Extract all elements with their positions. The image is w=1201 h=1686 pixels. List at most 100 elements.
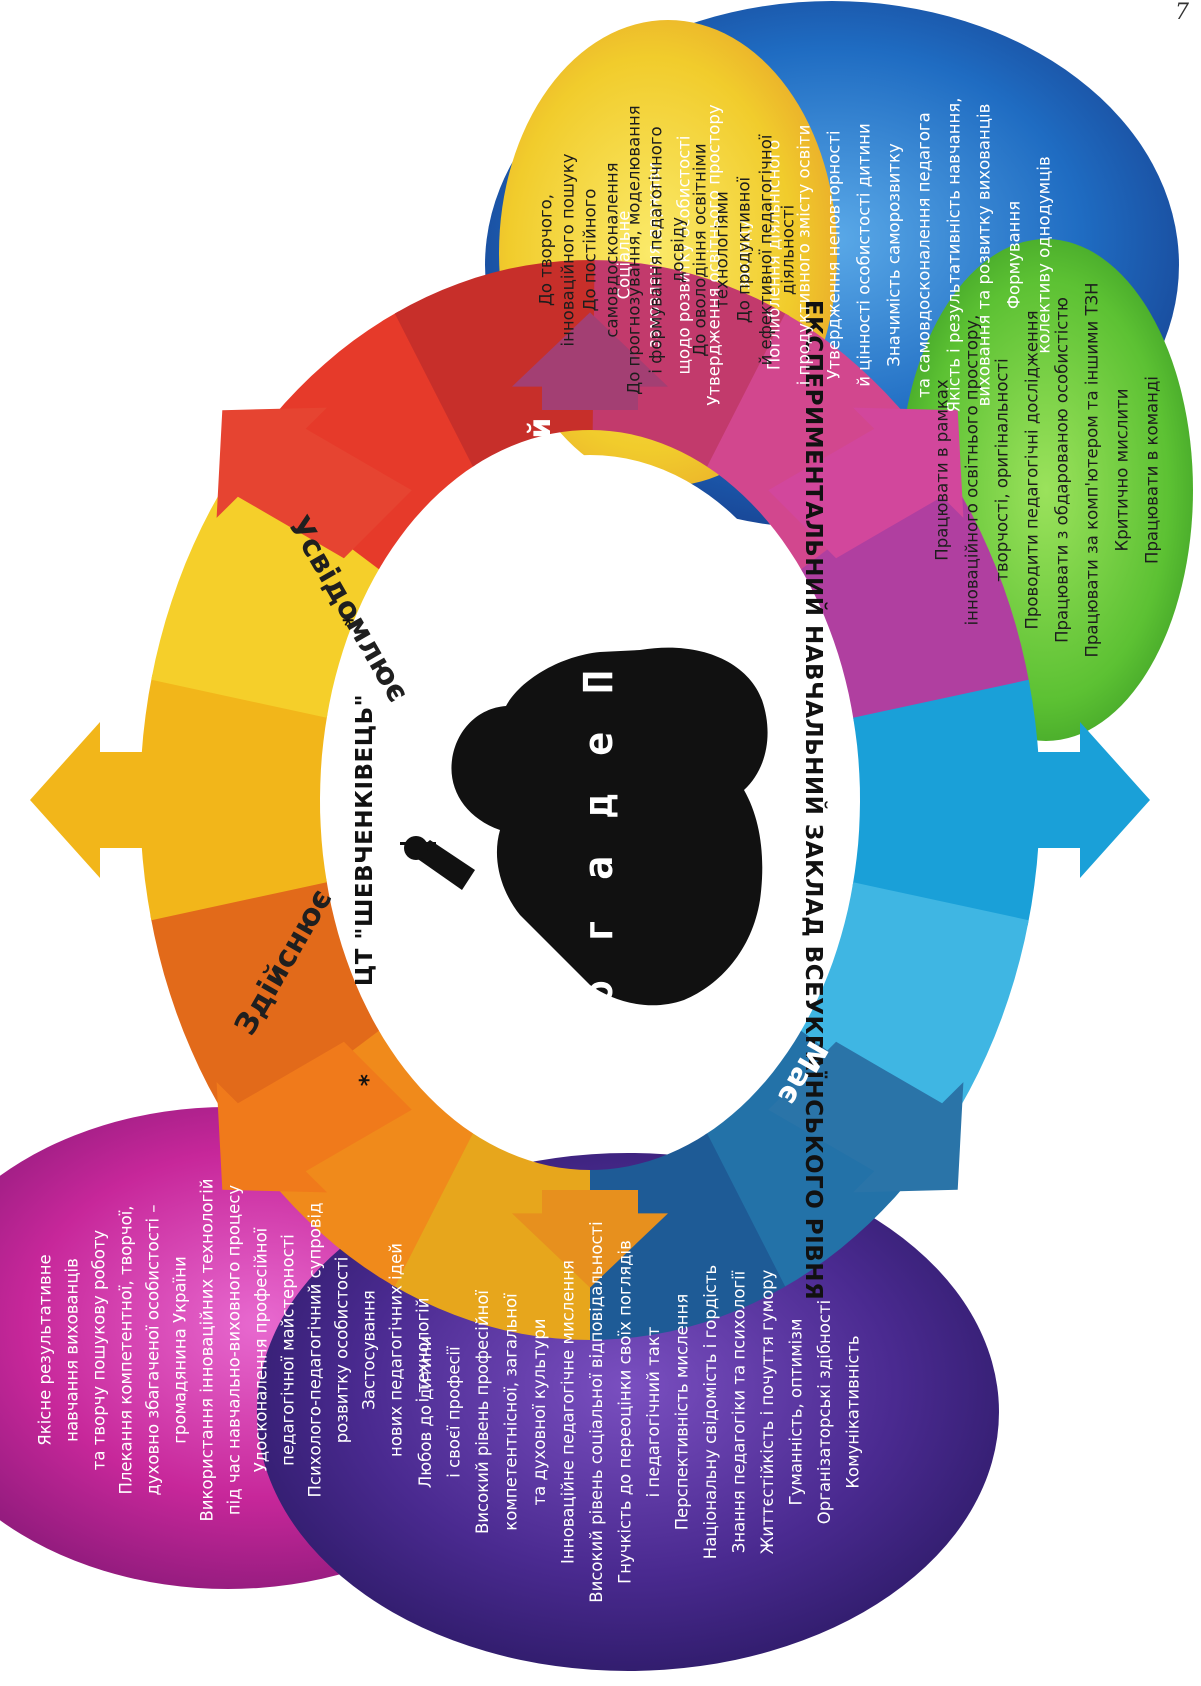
bubble-line: Комунікативність bbox=[843, 1335, 862, 1488]
bubble-line: До постійного bbox=[581, 189, 600, 312]
bubble-line: і формування педагогічного bbox=[647, 126, 666, 373]
pedagog-letter: г bbox=[576, 918, 622, 942]
bubble-line: і продуктивного змісту освіти bbox=[795, 125, 814, 386]
bubble-green-text: Працювати в рамках інноваційного освітньо… bbox=[933, 282, 1162, 657]
bubble-line: діяльності bbox=[779, 205, 798, 295]
bubble-line: Якісне результативне bbox=[36, 1254, 55, 1445]
bubble-line: Психолого-педагогічний супровід bbox=[306, 1202, 325, 1497]
bubble-line: замовлення держави bbox=[645, 162, 664, 348]
bubble-line: Знання педагогіки та психології bbox=[729, 1270, 748, 1553]
pedagog-letter: а bbox=[576, 856, 622, 880]
bubble-line: та творчу пошукову роботу bbox=[90, 1230, 109, 1471]
bubble-line: самовдосконалення bbox=[603, 162, 622, 337]
arrow bbox=[216, 407, 412, 559]
bubble-line: технологіями bbox=[713, 191, 732, 308]
bubble-line: Утвердження освітнього простору bbox=[705, 104, 724, 405]
bubble-line: Застосування bbox=[360, 1290, 379, 1410]
arrow bbox=[512, 1190, 668, 1288]
bubble-line: Високий рівень професійної bbox=[473, 1290, 492, 1534]
bubble-line: та духовної культури bbox=[530, 1318, 549, 1505]
arrow bbox=[30, 722, 290, 878]
bubble-line: Національну свідомість і гордість bbox=[701, 1265, 720, 1559]
bubble-line: педагогічної майстерності bbox=[279, 1234, 298, 1466]
arrow bbox=[768, 1041, 964, 1193]
bubble-line: Проводити педагогічні дослідження bbox=[1023, 311, 1042, 630]
label-gotovyi: Готовий bbox=[523, 418, 558, 557]
bubble-purple-text: Любов до дитини і своєї професії Високий р… bbox=[416, 1221, 863, 1602]
bubble-line: і технологій bbox=[414, 1298, 433, 1403]
bubble-line: Соціальне bbox=[615, 211, 634, 300]
bubble-line: Гнучкість до переоцінки своїх поглядів bbox=[615, 1240, 634, 1584]
ring-segment bbox=[394, 260, 595, 467]
bubble-line: розвитку особистості bbox=[333, 1257, 352, 1444]
bubble-blue-text: Соціальне замовлення держави щодо розвитку… bbox=[615, 98, 1054, 413]
bubble-line: Працювати в команді bbox=[1143, 376, 1162, 564]
ring-star-top: * bbox=[340, 614, 366, 627]
bubble-line: виховання та розвитку вихованців bbox=[975, 104, 994, 407]
bubble-line: досвіду bbox=[669, 217, 688, 283]
bubble-line: колективу однодумців bbox=[1035, 156, 1054, 353]
bubble-line: під час навчально-виховного процесу bbox=[225, 1185, 244, 1516]
bubble-line: Любов до дитини bbox=[416, 1336, 435, 1488]
bubble-line: Інноваційне педагогічне мислення bbox=[558, 1260, 577, 1564]
bubble-line: навчання вихованців bbox=[63, 1258, 82, 1442]
bubble-line: й цінності особистості дитини bbox=[855, 123, 874, 386]
bubble-line: творчості, оригінальності bbox=[993, 358, 1012, 581]
arrow bbox=[768, 407, 964, 559]
bubble-magenta-text: Якісне результативне навчання вихованців т… bbox=[36, 1178, 433, 1521]
arrows bbox=[30, 312, 1150, 1288]
pedagog-letter: о bbox=[576, 980, 622, 1004]
arrow bbox=[890, 722, 1150, 878]
bubble-line: До прогнозування, моделювання bbox=[625, 105, 644, 394]
arrow bbox=[216, 1041, 412, 1193]
ring-text-main: ЕКСПЕРИМЕНТАЛЬНИЙ НАВЧАЛЬНИЙ ЗАКЛАД ВСЕУ… bbox=[800, 300, 828, 1300]
bubble-line: Високий рівень соціальної відповідальнос… bbox=[587, 1221, 606, 1602]
bubble-line: Гуманність, оптимізм bbox=[786, 1319, 805, 1506]
bubble-line: та самовдосконалення педагога bbox=[915, 112, 934, 397]
bubble-line: Поглиблення діяльнісного bbox=[765, 140, 784, 370]
ring-segment bbox=[590, 260, 790, 469]
bubble-line: Працювати з обдарованою особистістю bbox=[1053, 297, 1072, 643]
pedagog-letter: д bbox=[576, 794, 622, 818]
bubble-line: і своєї професії bbox=[444, 1346, 463, 1478]
bubble-line: До творчого, bbox=[537, 194, 556, 306]
bubble-line: Працювати за комп'ютером та іншими ТЗН bbox=[1083, 282, 1102, 657]
bubble-line: компетентнісної, загальної bbox=[501, 1293, 520, 1531]
bubble-line: Утвердження неповторності bbox=[825, 130, 844, 379]
bubble-line: Працювати в рамках bbox=[933, 379, 952, 561]
bubble-line: Перспективність мислення bbox=[672, 1294, 691, 1531]
pedagog-letter: г bbox=[576, 1042, 622, 1066]
bubble-line: щодо розвитку особистості bbox=[675, 136, 694, 375]
bubble-line: Якість і результативність навчання, bbox=[945, 98, 964, 413]
pedagog-title: Пе д а г о г bbox=[576, 670, 622, 1066]
pedagog-letter: е bbox=[576, 732, 622, 756]
bubble-line: Критично мислити bbox=[1113, 389, 1132, 552]
bubble-line: Плекання компетентної, творчої, bbox=[117, 1205, 136, 1494]
ring-caption: ЦТ "ШЕВЧЕНКІВЕЦЬ" * * ЕКСПЕРИМЕНТАЛЬНИЙ … bbox=[340, 300, 828, 1300]
ring-text-inner: ЦТ "ШЕВЧЕНКІВЕЦЬ" bbox=[352, 694, 378, 986]
bubble-line: нових педагогічних ідей bbox=[387, 1243, 406, 1457]
ring-star-bottom: * bbox=[356, 1074, 382, 1087]
bubble-line: До оволодіння освітніми bbox=[691, 143, 710, 356]
teacher-silhouette bbox=[400, 647, 768, 1006]
bubble-line: Організаторські здібності bbox=[815, 1300, 834, 1524]
bubble-line: Використання інноваційних технологій bbox=[198, 1178, 217, 1521]
bubble-line: духовно збагаченої особистості – bbox=[144, 1204, 163, 1495]
bubble-line: Удосконалення професійної bbox=[252, 1227, 271, 1472]
bubble-line: Формування bbox=[1005, 201, 1024, 309]
bubble-line: закладу bbox=[735, 219, 754, 290]
bubble-line: і педагогічний такт bbox=[644, 1326, 663, 1497]
bubble-line: Значимість саморозвитку bbox=[885, 143, 904, 367]
ring-segment bbox=[390, 1131, 590, 1340]
pedagog-letter: П bbox=[576, 670, 622, 694]
bubble-line: До продуктивної bbox=[735, 176, 754, 323]
bubble-line: Життєстійкість і почуття гумору bbox=[758, 1269, 777, 1554]
page-number: 7 bbox=[1175, 0, 1189, 25]
arrow bbox=[512, 312, 668, 410]
bubble-line: інноваційного освітнього простору, bbox=[963, 315, 982, 626]
ring-segment bbox=[585, 1133, 786, 1340]
bubble-line: громадянина України bbox=[171, 1256, 190, 1444]
